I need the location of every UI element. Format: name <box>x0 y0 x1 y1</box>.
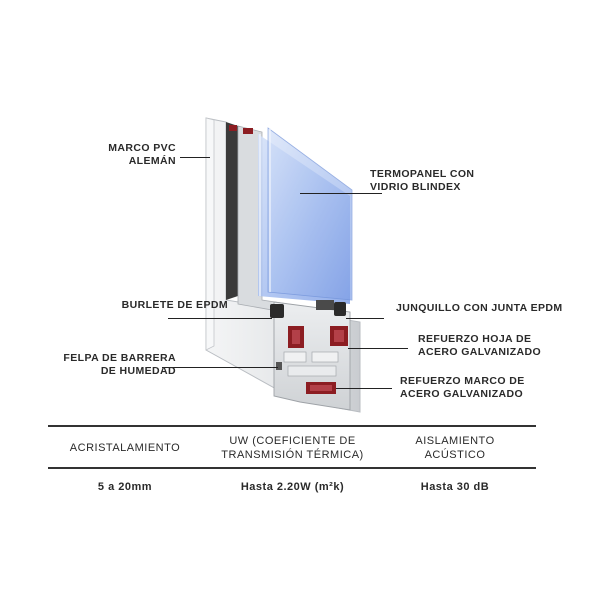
top-reinforcement-2 <box>243 128 253 134</box>
label-burlete: BURLETE DE EPDM <box>121 299 228 311</box>
leader-felpa <box>162 367 278 369</box>
burlete-gasket <box>270 304 284 318</box>
label-refuerzo-hoja: REFUERZO HOJA DE ACERO GALVANIZADO <box>418 333 542 358</box>
table-rule-middle <box>48 467 536 469</box>
table-rule-top <box>48 425 536 427</box>
label-junquillo: JUNQUILLO CON JUNTA EPDM <box>396 302 563 314</box>
header-aislamiento: AISLAMIENTO ACÚSTICO <box>415 435 495 461</box>
felpa-strip <box>276 362 282 370</box>
label-felpa: FELPA DE BARRERA DE HUMEDAD <box>63 352 176 377</box>
leader-marco-pvc <box>180 157 210 159</box>
frame-gasket-strip <box>226 122 238 300</box>
header-uw: UW (COEFICIENTE DE TRANSMISIÓN TÉRMICA) <box>221 435 364 461</box>
value-acristalamiento: 5 a 20mm <box>97 481 153 493</box>
label-refuerzo-marco: REFUERZO MARCO DE ACERO GALVANIZADO <box>400 375 525 400</box>
leader-termopanel <box>300 193 382 195</box>
header-acristalamiento: ACRISTALAMIENTO <box>69 442 181 454</box>
glass-pane-front <box>267 127 353 301</box>
value-aislamiento: Hasta 30 dB <box>420 481 490 493</box>
leader-burlete <box>168 318 272 320</box>
glazing-bead <box>316 300 334 310</box>
label-marco-pvc: MARCO PVC ALEMÁN <box>108 142 176 167</box>
pvc-frame-face <box>205 117 215 351</box>
junquillo-gasket <box>334 302 346 316</box>
value-uw: Hasta 2.20W (m²k) <box>240 481 345 493</box>
leader-refuerzo-hoja <box>348 348 408 350</box>
label-termopanel: TERMOPANEL CON VIDRIO BLINDEX <box>370 168 475 193</box>
leader-junquillo <box>346 318 384 320</box>
top-reinforcement-1 <box>229 125 237 131</box>
leader-refuerzo-marco <box>336 388 392 390</box>
